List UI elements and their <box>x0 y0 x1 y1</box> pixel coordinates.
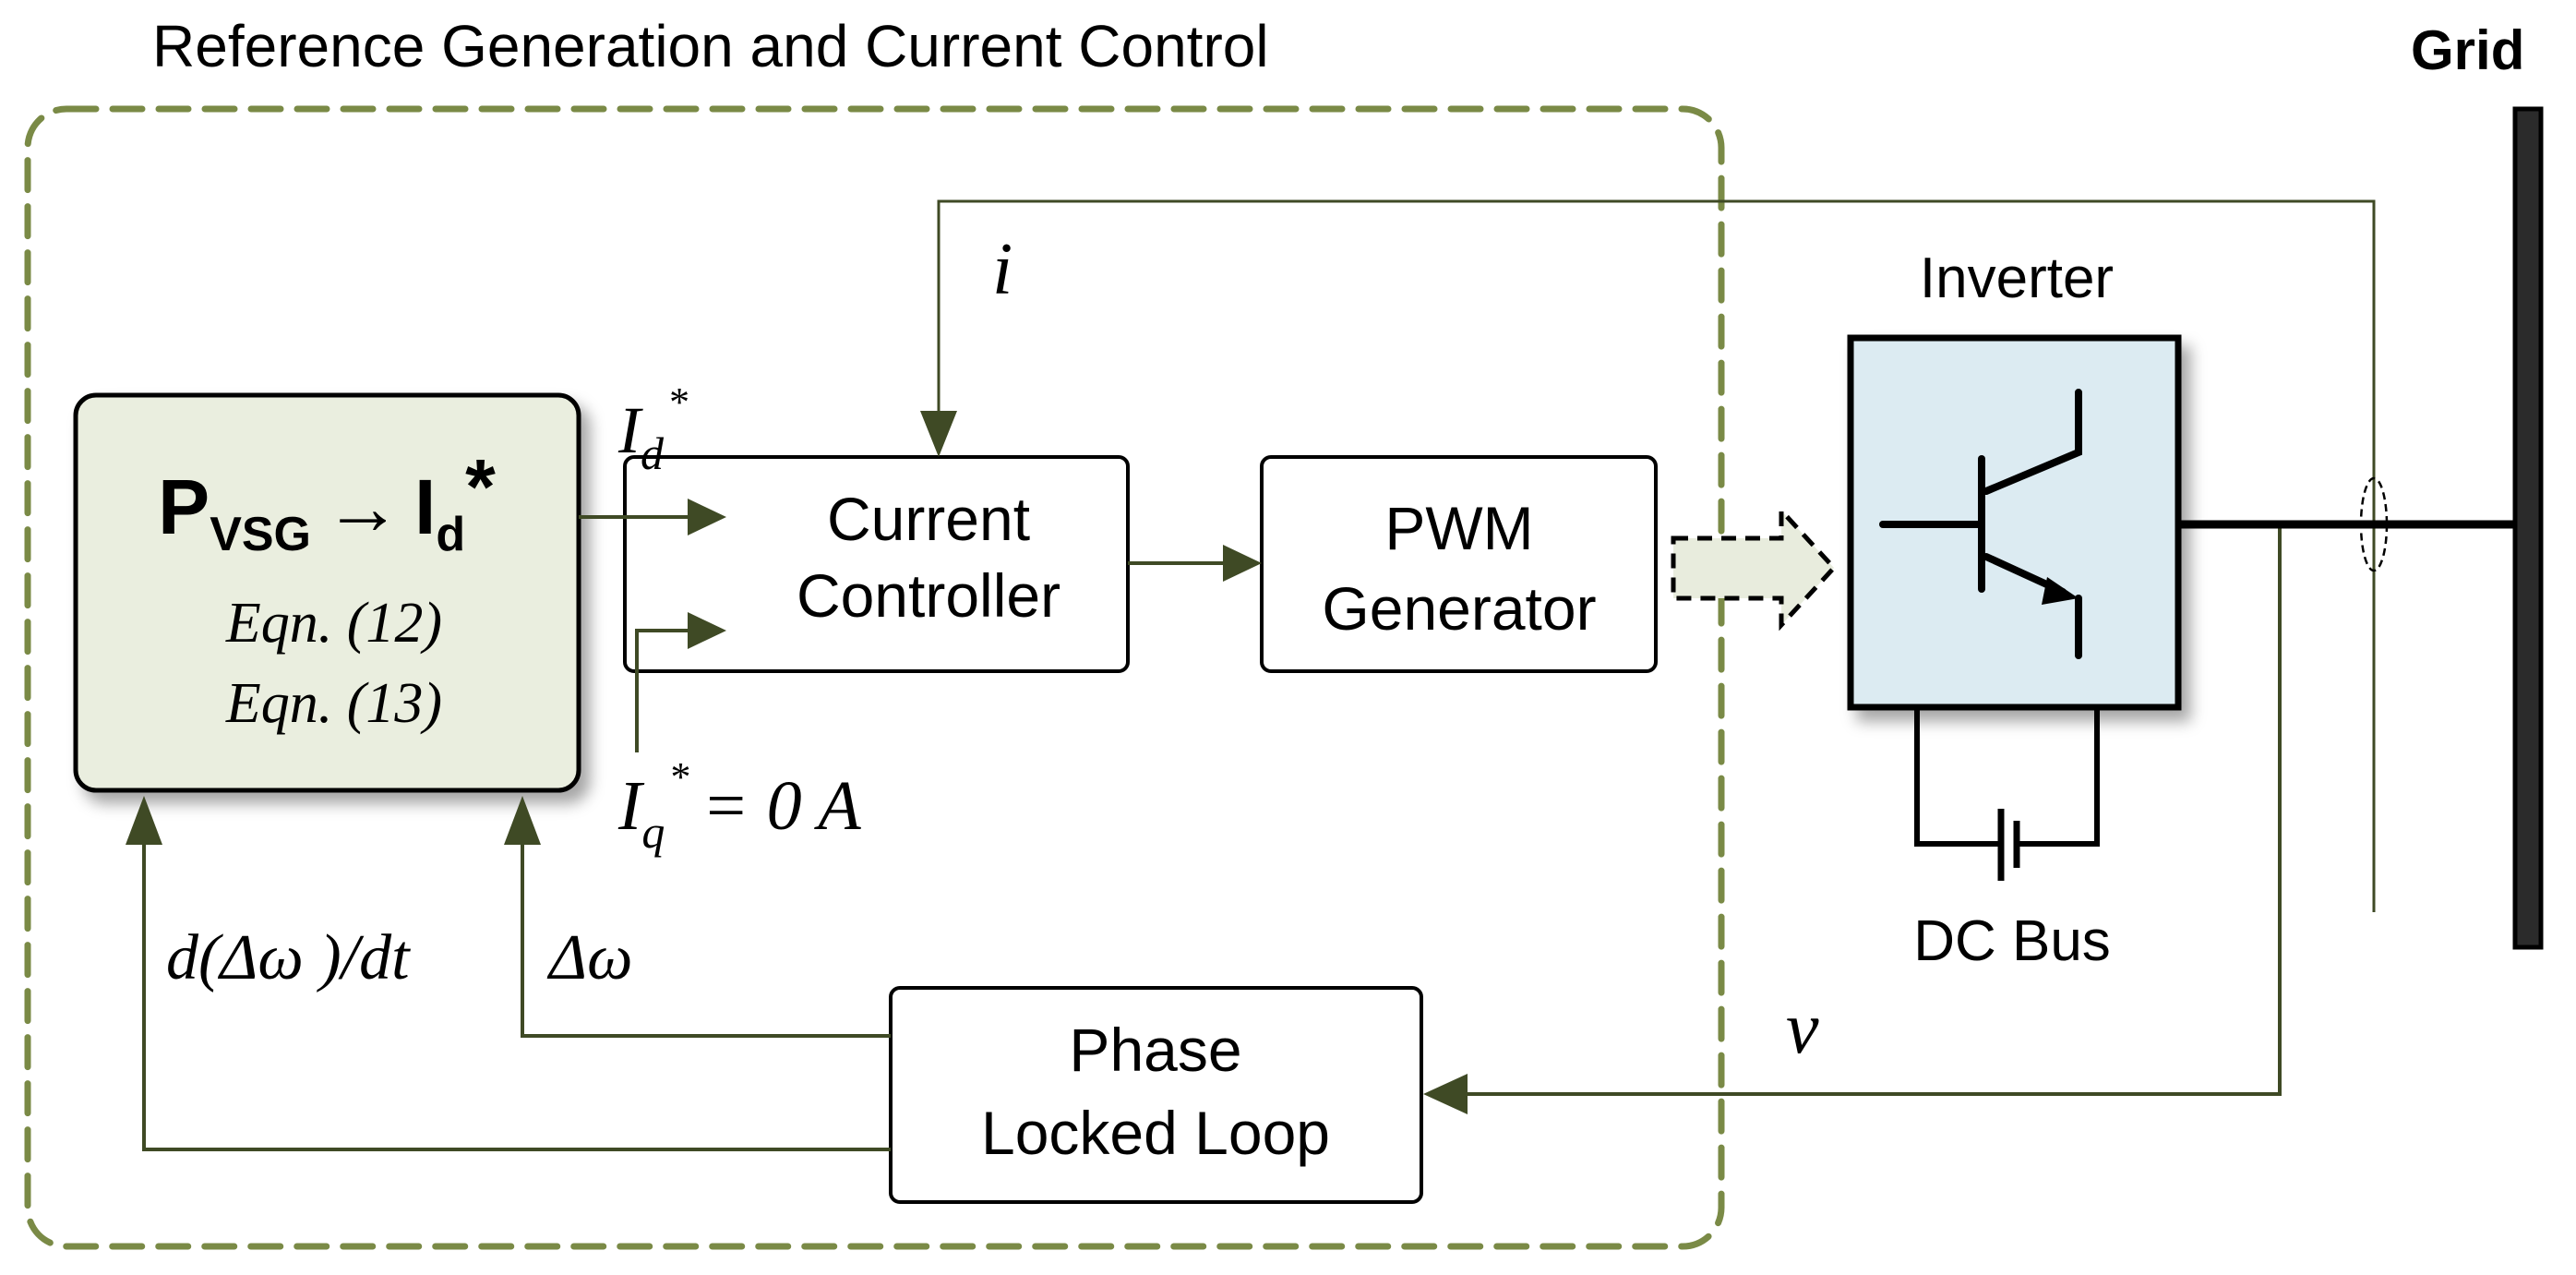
inverter-label: Inverter <box>1920 247 2114 310</box>
current-feedback-label: i <box>992 229 1012 310</box>
dw-label: Δω <box>546 922 633 993</box>
current-feedback-arrowhead <box>920 411 957 457</box>
pll-box[interactable] <box>889 986 1423 1204</box>
pwm-generator-label-line2: Generator <box>1322 574 1596 643</box>
id-ref-arrowhead <box>688 499 726 535</box>
current-feedback-line <box>937 199 2376 912</box>
grid-label: Grid <box>2411 19 2524 81</box>
iq-ref-label: Iq*= 0 A <box>617 754 861 858</box>
grid-bus-bar <box>2512 106 2544 950</box>
id-ref-label: Id* <box>617 379 688 479</box>
ddw-dt-line <box>142 845 891 1151</box>
vsg-block-box[interactable] <box>73 392 581 793</box>
pll-label-line1: Phase <box>1069 1016 1241 1084</box>
pwm-generator-box[interactable] <box>1260 455 1658 673</box>
pll-block[interactable]: Phase Locked Loop <box>889 986 1423 1204</box>
dc-bus-battery-icon <box>1914 707 2100 881</box>
dw-arrowhead <box>504 796 541 845</box>
vsg-block[interactable]: PVSG→Id* Eqn. (12) Eqn. (13) <box>73 392 581 793</box>
current-sensor-icon <box>2359 476 2389 572</box>
pll-label-line2: Locked Loop <box>981 1099 1330 1167</box>
pwm-generator-label-line1: PWM <box>1384 494 1533 562</box>
vsg-eqn-12: Eqn. (12) <box>225 592 442 655</box>
cc-to-pwm-arrowhead <box>1223 545 1262 582</box>
ddw-dt-label: d(Δω )/dt <box>166 922 411 993</box>
voltage-feedback-label: v <box>1786 988 1819 1069</box>
region-title: Reference Generation and Current Control <box>152 13 1269 79</box>
ddw-dt-arrowhead <box>126 796 162 845</box>
dc-bus-label: DC Bus <box>1913 909 2111 973</box>
gate-signal-arrow <box>1671 504 1838 631</box>
vsg-block-title: PVSG→Id* <box>158 443 496 561</box>
voltage-feedback-arrowhead <box>1423 1074 1468 1114</box>
vsg-eqn-13: Eqn. (13) <box>225 672 442 735</box>
current-controller-label-line1: Current <box>827 485 1030 553</box>
iq-ref-line <box>635 629 688 752</box>
inverter-block[interactable] <box>1847 334 2182 711</box>
current-controller-label-line2: Controller <box>797 561 1060 630</box>
voltage-feedback-line <box>1468 528 2282 1096</box>
transistor-icon <box>1879 389 2082 659</box>
iq-ref-arrowhead <box>688 612 726 649</box>
pwm-generator-block[interactable]: PWM Generator <box>1260 455 1658 673</box>
reference-generation-region-border <box>24 105 1725 1250</box>
dw-line <box>521 845 891 1038</box>
